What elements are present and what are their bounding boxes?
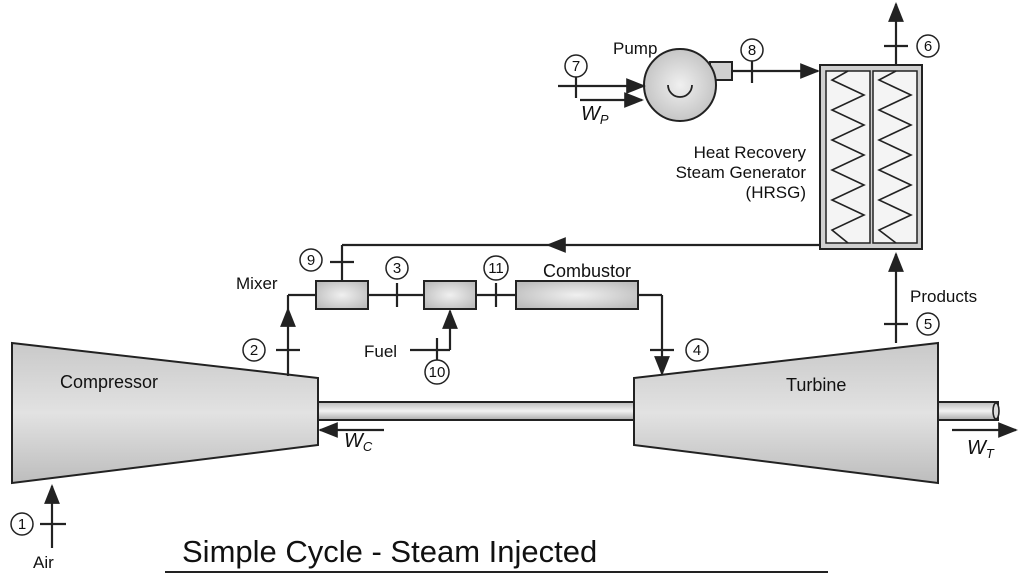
state-4-label: 4 xyxy=(693,342,701,359)
state-10-circle xyxy=(424,359,450,385)
hrsg-label-2: Steam Generator xyxy=(676,163,807,182)
state-1-label: 1 xyxy=(18,516,26,533)
state-5-circle xyxy=(916,312,940,336)
state-11-circle xyxy=(483,255,509,281)
compressor xyxy=(11,341,319,485)
fuel-injector xyxy=(423,280,477,310)
state-11-label: 11 xyxy=(488,260,504,277)
pump-label: Pump xyxy=(613,39,657,58)
state-7-label: 7 xyxy=(572,58,580,75)
turbine-label: Turbine xyxy=(786,375,846,395)
state-6-label: 6 xyxy=(924,38,932,55)
state-5-label: 5 xyxy=(924,316,932,333)
combustor xyxy=(515,280,639,310)
combustor-label: Combustor xyxy=(543,261,631,281)
pump-work-label: WP xyxy=(581,103,609,127)
state-1-circle xyxy=(10,512,34,536)
state-10-label: 10 xyxy=(429,364,446,381)
diagram-title: Simple Cycle - Steam Injected xyxy=(182,534,597,569)
state-9-label: 9 xyxy=(307,252,315,269)
state-3-label: 3 xyxy=(393,260,401,277)
state-6-circle xyxy=(916,34,940,58)
state-9-circle xyxy=(299,248,323,272)
compressor-label: Compressor xyxy=(60,372,158,392)
hrsg-label-3: (HRSG) xyxy=(746,183,806,202)
state-2-label: 2 xyxy=(250,342,258,359)
state-2-circle xyxy=(242,338,266,362)
state-7-circle xyxy=(564,54,588,78)
hrsg-label-1: Heat Recovery xyxy=(694,143,807,162)
state-8-circle xyxy=(740,38,764,62)
mixer xyxy=(315,280,369,310)
products-label: Products xyxy=(910,287,977,306)
pump xyxy=(643,48,717,122)
hrsg-coil-right xyxy=(877,70,913,244)
pump-impeller-icon xyxy=(667,84,693,98)
state-3-circle xyxy=(385,256,409,280)
hrsg-coil-left xyxy=(830,70,866,244)
state-8-label: 8 xyxy=(748,42,756,59)
fuel-label: Fuel xyxy=(364,342,397,361)
turbine-work-label: WT xyxy=(967,437,995,461)
turbine xyxy=(633,341,939,485)
hrsg-gas-side xyxy=(872,70,918,244)
shaft-end xyxy=(992,402,1000,420)
hrsg-water-side xyxy=(825,70,871,244)
state-4-circle xyxy=(685,338,709,362)
compressor-work-label: WC xyxy=(344,430,373,454)
mixer-label: Mixer xyxy=(236,274,278,293)
air-label: Air xyxy=(33,553,54,572)
